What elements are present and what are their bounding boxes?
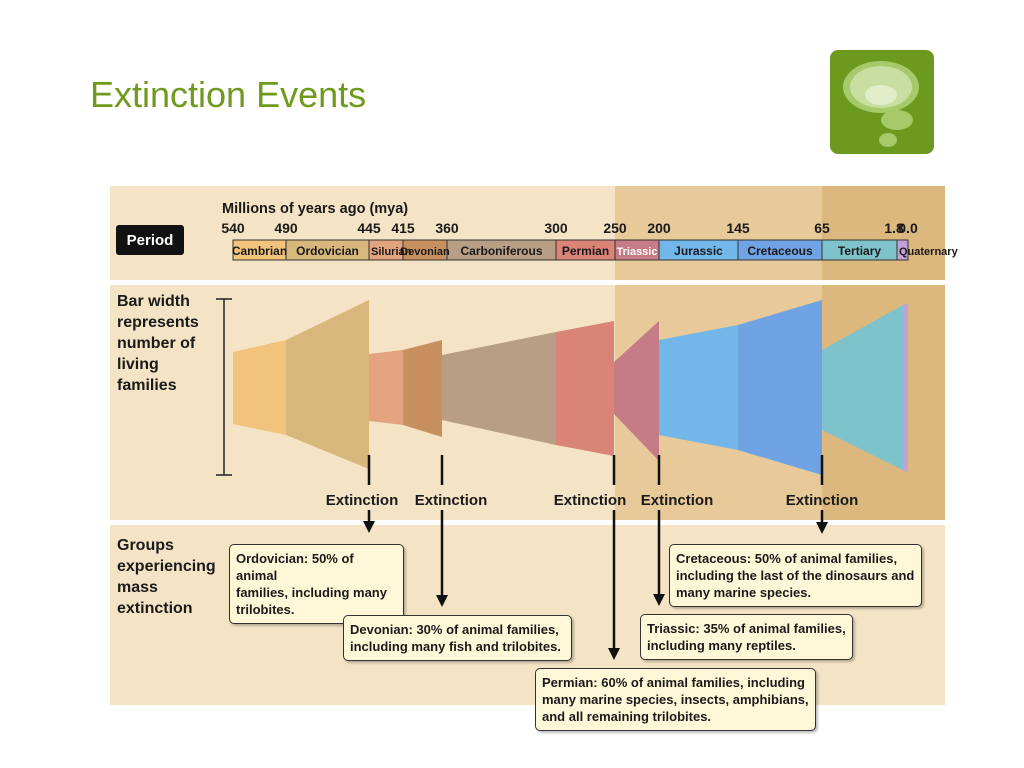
tick-label-415: 415 [391, 220, 415, 236]
tick-label-250: 250 [603, 220, 627, 236]
period-label-cretaceous: Cretaceous [747, 244, 813, 258]
groups-label: Groups experiencing mass extinction [117, 537, 216, 617]
arrow-down-icon [436, 595, 448, 607]
permian-extinction-box: Permian: 60% of animal families, includi… [535, 668, 816, 731]
period-label-triassic: Triassic [617, 246, 658, 258]
period-label: Period [127, 232, 174, 249]
tick-label-445: 445 [357, 220, 381, 236]
family-shape-devonian [403, 340, 442, 437]
period-quaternary [896, 239, 909, 261]
period-label-silurian: Silurian [371, 246, 412, 258]
period-label-tertiary: Tertiary [838, 244, 881, 258]
family-shape-triassic [614, 321, 659, 461]
period-label-quaternary: Quaternary [899, 246, 959, 258]
arrow-down-icon [653, 594, 665, 606]
arrow-down-icon [816, 522, 828, 534]
period-label-box [116, 225, 184, 255]
shade-cenozoic [822, 186, 945, 280]
period-label-permian: Permian [562, 244, 609, 258]
tick-label-490: 490 [274, 220, 298, 236]
bar-width-line: Bar width [117, 293, 190, 310]
tick-label-0-0: 0.0 [898, 220, 918, 236]
tick-label-540: 540 [221, 220, 245, 236]
family-shape-cambrian [233, 340, 286, 435]
tick-label-360: 360 [435, 220, 459, 236]
extinction-label: Extinction [554, 492, 627, 509]
period-label-carboniferous: Carboniferous [460, 244, 542, 258]
axis-title: Millions of years ago (mya) [222, 201, 408, 217]
extinction-label: Extinction [326, 492, 399, 509]
family-shape-permian [556, 321, 614, 456]
bar-width-line: families [117, 377, 177, 394]
arrow-down-icon [363, 521, 375, 533]
tick-label-145: 145 [726, 220, 750, 236]
family-shape-jurassic [659, 325, 738, 450]
extinction-label: Extinction [415, 492, 488, 509]
logo [830, 50, 934, 154]
ordovician-extinction-box: Ordovician: 50% of animal families, incl… [229, 544, 404, 624]
period-label-devonian: Devonian [400, 246, 450, 258]
speech-bubbles-icon [830, 50, 934, 154]
extinction-label: Extinction [786, 492, 859, 509]
period-label-jurassic: Jurassic [674, 244, 723, 258]
period-label-ordovician: Ordovician [296, 244, 359, 258]
bar-width-label: Bar width represents number of living famili… [117, 293, 199, 394]
tick-labels: 540 490 445 415 360 300 250 200 145 65 1.80.0 [221, 220, 918, 236]
groups-line: Groups [117, 537, 174, 554]
extinction-label: Extinction [641, 492, 714, 509]
bar-width-line: represents [117, 314, 199, 331]
period-label-cambrian: Cambrian [232, 244, 287, 258]
arrow-down-icon [608, 648, 620, 660]
extinction-arrows: Extinction Extinction Extinction Extinction… [326, 455, 859, 660]
family-shape-cretaceous [738, 300, 822, 475]
groups-line: experiencing [117, 558, 216, 575]
family-width-shapes [233, 300, 908, 475]
tick-label-1-8: 1.8 [884, 220, 904, 236]
family-shape-quaternary [903, 303, 908, 473]
groups-line: mass [117, 579, 158, 596]
groups-line: extinction [117, 600, 193, 617]
cretaceous-extinction-box: Cretaceous: 50% of animal families, incl… [669, 544, 922, 607]
tick-label-300: 300 [544, 220, 568, 236]
slide-title: Extinction Events [90, 74, 367, 115]
family-shape-tertiary [822, 305, 903, 470]
family-shape-carboniferous [442, 332, 556, 445]
shade-mesozoic [615, 186, 822, 280]
family-shape-silurian [369, 350, 403, 425]
triassic-extinction-box: Triassic: 35% of animal families, includ… [640, 614, 853, 660]
bar-width-line: number of [117, 335, 196, 352]
family-shape-ordovician [286, 300, 369, 469]
tick-label-200: 200 [647, 220, 671, 236]
devonian-extinction-box: Devonian: 30% of animal families, includ… [343, 615, 572, 661]
tick-label-65: 65 [814, 220, 830, 236]
bar-width-line: living [117, 356, 159, 373]
